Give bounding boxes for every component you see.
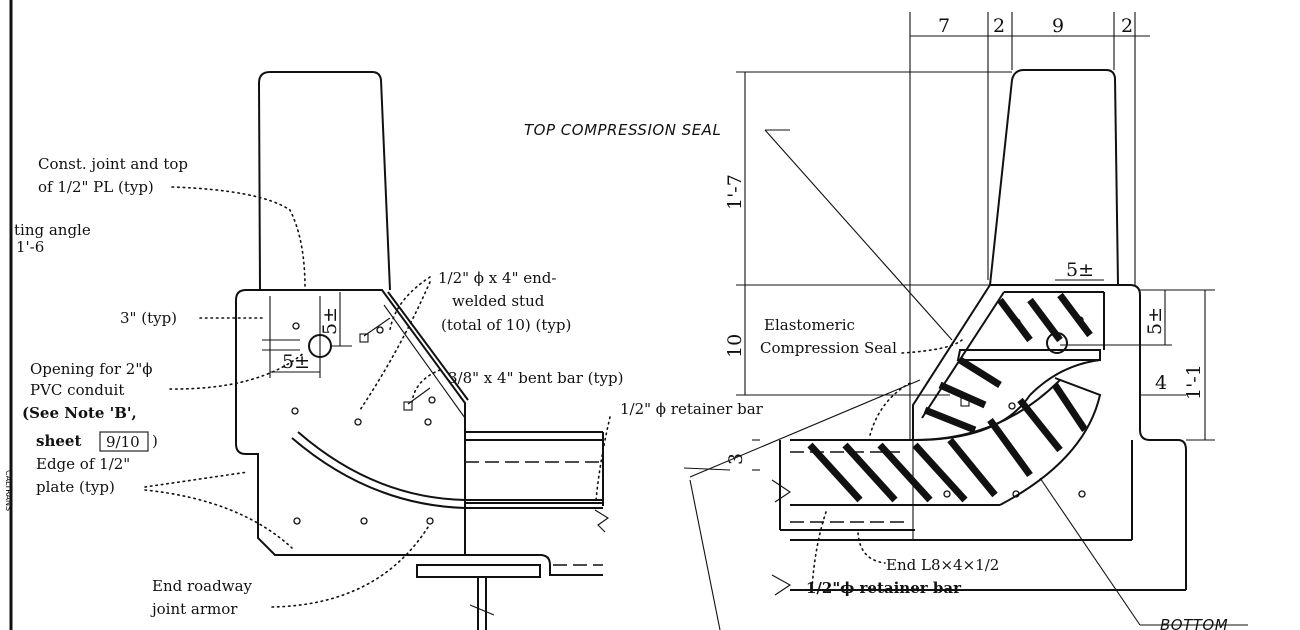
stud-label-3: (total of 10) (typ) xyxy=(441,316,571,334)
retainer-bar-label: 1/2"ϕ retainer bar xyxy=(806,579,962,597)
right-labels: TOP COMPRESSION SEAL BOTTOM 7 2 9 2 1'-7… xyxy=(524,15,1228,630)
see-note-close: ) xyxy=(152,432,158,450)
stud-holes xyxy=(291,317,436,525)
end-angle-label: End L8×4×1/2 xyxy=(886,556,999,574)
elastomeric-label-2: Compression Seal xyxy=(760,339,897,357)
dim-4: 4 xyxy=(1155,372,1167,394)
dim-top-7: 7 xyxy=(938,15,950,37)
end-armor-label-2: joint armor xyxy=(150,600,238,618)
dim-5-horizontal: 5± xyxy=(282,351,310,373)
dim-3: 3 xyxy=(725,453,747,465)
left-labels: Const. joint and top of 1/2" PL (typ) ti… xyxy=(14,155,764,618)
dim-5-vertical: 5± xyxy=(1144,307,1166,335)
opening-label-1: Opening for 2"ϕ xyxy=(30,360,152,378)
opening-label-2: PVC conduit xyxy=(30,381,124,399)
dim-5-horizontal: 5± xyxy=(1066,259,1094,281)
bottom-seal-hatch xyxy=(807,383,1088,503)
dim-1-1: 1'-1 xyxy=(1183,364,1205,400)
sitting-angle-label-1: ting angle xyxy=(14,221,91,239)
elastomeric-label-1: Elastomeric xyxy=(764,316,855,334)
sitting-angle-label-2: 1'-6 xyxy=(16,238,44,256)
sheet-number: 9/10 xyxy=(106,433,140,451)
typ-3-label: 3" (typ) xyxy=(120,309,177,327)
const-joint-label-2: of 1/2" PL (typ) xyxy=(38,178,154,196)
top-compression-seal-label: TOP COMPRESSION SEAL xyxy=(524,121,721,139)
dim-1-7: 1'-7 xyxy=(724,174,746,210)
edge-plate-label-2: plate (typ) xyxy=(36,478,115,496)
stud-label-1: 1/2" ϕ x 4" end- xyxy=(438,269,556,287)
left-barrier-section: 5± 5± xyxy=(144,71,611,630)
see-note-label: (See Note 'B', xyxy=(22,404,137,422)
dim-5-vertical: 5± xyxy=(319,307,341,335)
end-armor-label-1: End roadway xyxy=(152,577,253,595)
dim-top-2a: 2 xyxy=(993,15,1005,37)
bent-bar-label: 3/8" x 4" bent bar (typ) xyxy=(448,369,623,387)
edge-plate-label-1: Edge of 1/2" xyxy=(36,455,130,473)
margin-text: CALTRANS xyxy=(4,470,13,511)
retainer-bar-label: 1/2" ϕ retainer bar xyxy=(620,400,764,418)
right-barrier-section xyxy=(683,12,1248,630)
dim-top-2b: 2 xyxy=(1121,15,1133,37)
stud-label-2: welded stud xyxy=(452,292,545,310)
const-joint-label-1: Const. joint and top xyxy=(38,155,188,173)
sheet-label: sheet xyxy=(36,432,81,450)
bottom-label: BOTTOM xyxy=(1160,616,1228,630)
dim-top-9: 9 xyxy=(1052,15,1064,37)
dim-10: 10 xyxy=(724,334,746,358)
